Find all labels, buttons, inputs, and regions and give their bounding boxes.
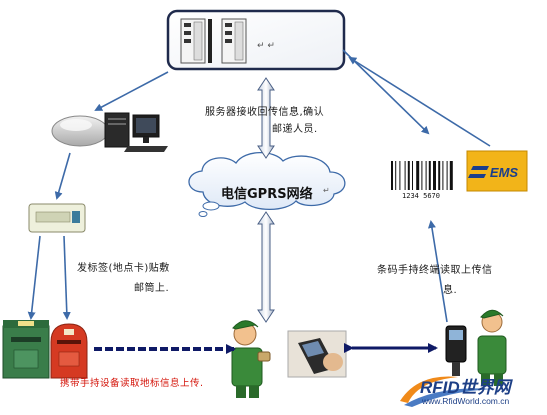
arrow-scanner-to-barcode xyxy=(427,220,448,323)
barcode-upload-label-line2: 息. xyxy=(443,285,458,296)
connector-arrows xyxy=(27,49,491,354)
green-mailbox-icon xyxy=(2,320,50,379)
postman-with-handheld-icon xyxy=(231,320,271,398)
server-rack-icon xyxy=(180,18,247,64)
barcode-bar xyxy=(412,161,413,190)
arrow-ems-to-server xyxy=(348,56,491,147)
gprs-network-label: 电信GPRS网络 xyxy=(221,187,313,202)
red-mailbox-icon xyxy=(50,323,88,379)
barcode-bar xyxy=(442,161,444,190)
desktop-computer-icon xyxy=(104,112,168,152)
rfidworld-watermark: RFID世界网 www.RfidWorld.com.cn xyxy=(398,371,544,411)
barcode-bar xyxy=(395,161,397,190)
watermark-brand: RFID世界网 xyxy=(420,378,511,397)
ems-logo: EMS xyxy=(466,150,528,192)
barcode-bar xyxy=(446,161,448,190)
barcode-bar xyxy=(433,161,436,190)
barcode-bar xyxy=(416,161,420,190)
gprs-return-mark: ↵ xyxy=(323,186,331,195)
barcode-bar xyxy=(391,161,393,190)
rfid-reader-icon xyxy=(51,115,109,147)
server-return-mark: ↵ ↵ xyxy=(257,41,275,51)
arrow-reader-to-tag xyxy=(54,152,71,200)
gprs-cloud xyxy=(188,151,346,217)
rfid-tag-card-icon xyxy=(28,203,86,233)
stick-tag-label-line2: 邮筒上. xyxy=(134,283,170,294)
server-box: ↵ ↵ xyxy=(166,9,346,71)
arrow-server-to-reader xyxy=(94,71,169,111)
barcode-bar xyxy=(425,161,427,190)
barcode-bar xyxy=(449,161,453,190)
handheld-upload-label: 携带手持设备读取地标信息上传. xyxy=(60,378,204,389)
postman-with-scanner-icon xyxy=(477,309,507,386)
barcode-bar xyxy=(438,161,441,190)
server-receive-label-line2: 邮递人员. xyxy=(272,124,318,135)
barcode-digits: 1234 5670 xyxy=(402,192,440,200)
rfidworld-swoosh-icon xyxy=(400,376,494,407)
arrow-tag-to-green-mailbox xyxy=(27,235,41,320)
barcode-icon: 1234 5670 xyxy=(387,159,455,200)
ems-logo-text: EMS xyxy=(490,165,519,180)
barcode-scanner-icon xyxy=(445,325,467,376)
barcode-bar xyxy=(404,161,406,190)
barcode-bar xyxy=(407,161,410,190)
handheld-terminal-photo xyxy=(287,330,347,378)
double-arrow-cloud-postman xyxy=(257,211,275,323)
barcode-bar xyxy=(428,161,431,190)
barcode-bar xyxy=(399,161,401,190)
watermark-url: www.RfidWorld.com.cn xyxy=(422,396,510,406)
arrow-tag-to-red-mailbox xyxy=(62,235,71,320)
double-arrow-server-cloud xyxy=(257,77,275,159)
stick-tag-label-line1: 发标签(地点卡)贴敷 xyxy=(77,263,170,274)
barcode-bar xyxy=(421,161,423,190)
barcode-upload-label-line1: 条码手持终端读取上传信 xyxy=(377,265,493,276)
server-receive-label-line1: 服务器接收回传信息,确认 xyxy=(205,107,325,118)
